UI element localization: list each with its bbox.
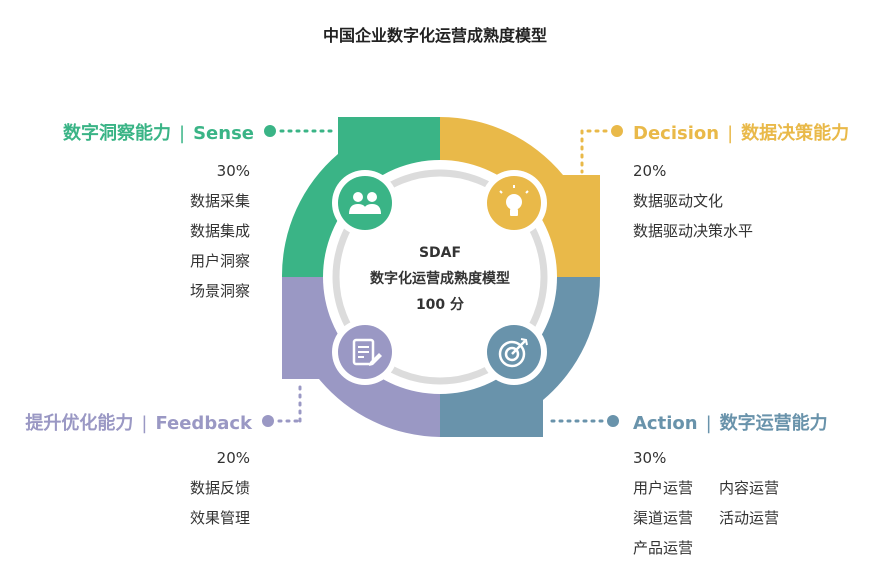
action-label-cn: 数字运营能力 bbox=[719, 413, 828, 434]
feedback-connector bbox=[262, 380, 302, 427]
sense-percent: 30% bbox=[216, 162, 250, 180]
feedback-label: 提升优化能力 | Feedback bbox=[25, 409, 252, 435]
center-label: SDAF 数字化运营成熟度模型 100 分 bbox=[340, 240, 540, 318]
action-item: 用户运营 bbox=[633, 479, 694, 497]
sense-item: 场景洞察 bbox=[189, 282, 250, 300]
sense-connector bbox=[264, 125, 336, 137]
center-line-1: SDAF bbox=[418, 245, 462, 261]
action-label: Action | 数字运营能力 bbox=[633, 409, 828, 435]
action-connector bbox=[546, 415, 619, 427]
diagram-title: 中国企业数字化运营成熟度模型 bbox=[322, 26, 547, 45]
action-label-en: Action bbox=[633, 413, 698, 434]
action-details: 30% 用户运营 内容运营 渠道运营 活动运营 产品运营 bbox=[633, 443, 805, 563]
action-items-grid: 用户运营 内容运营 渠道运营 活动运营 产品运营 bbox=[633, 473, 805, 563]
decision-details: 20% 数据驱动文化 数据驱动决策水平 bbox=[633, 156, 753, 246]
lightbulb-icon bbox=[499, 185, 529, 216]
sense-item: 数据集成 bbox=[189, 222, 250, 240]
decision-percent: 20% bbox=[633, 162, 667, 180]
sense-label-separator: | bbox=[179, 123, 186, 144]
feedback-label-separator: | bbox=[141, 413, 148, 434]
decision-icon-badge bbox=[481, 170, 547, 236]
decision-label-en: Decision bbox=[633, 123, 720, 144]
document-edit-icon bbox=[352, 338, 382, 366]
inner-disc bbox=[350, 187, 530, 367]
sense-label-cn: 数字洞察能力 bbox=[63, 123, 171, 144]
feedback-item: 数据反馈 bbox=[189, 479, 250, 497]
decision-connector bbox=[580, 125, 623, 174]
feedback-icon-badge bbox=[332, 319, 398, 385]
decision-label-separator: | bbox=[727, 123, 734, 144]
center-line-2: 数字化运营成熟度模型 bbox=[370, 271, 510, 287]
target-icon bbox=[498, 338, 528, 368]
decision-label-cn: 数据决策能力 bbox=[741, 123, 850, 144]
sense-item: 数据采集 bbox=[189, 192, 250, 210]
users-icon bbox=[349, 192, 381, 214]
sense-icon-badge bbox=[332, 170, 398, 236]
action-percent: 30% bbox=[633, 449, 667, 467]
decision-item: 数据驱动文化 bbox=[633, 192, 724, 210]
feedback-item: 效果管理 bbox=[189, 509, 250, 527]
feedback-percent: 20% bbox=[216, 449, 250, 467]
feedback-label-cn: 提升优化能力 bbox=[25, 413, 134, 434]
grey-ring bbox=[332, 169, 548, 385]
action-item: 产品运营 bbox=[633, 539, 694, 557]
action-item: 渠道运营 bbox=[633, 509, 694, 527]
center-line-3: 100 分 bbox=[415, 297, 465, 313]
action-item: 活动运营 bbox=[719, 509, 780, 527]
sense-item: 用户洞察 bbox=[189, 252, 250, 270]
sense-label-en: Sense bbox=[193, 123, 254, 144]
sense-label: 数字洞察能力 | Sense bbox=[63, 119, 254, 145]
action-label-separator: | bbox=[705, 413, 712, 434]
feedback-label-en: Feedback bbox=[155, 413, 252, 434]
decision-label: Decision | 数据决策能力 bbox=[633, 119, 849, 145]
action-item: 内容运营 bbox=[719, 479, 780, 497]
sense-details: 30% 数据采集 数据集成 用户洞察 场景洞察 bbox=[190, 156, 250, 306]
decision-item: 数据驱动决策水平 bbox=[633, 222, 754, 240]
feedback-details: 20% 数据反馈 效果管理 bbox=[190, 443, 250, 533]
action-icon-badge bbox=[481, 319, 547, 385]
